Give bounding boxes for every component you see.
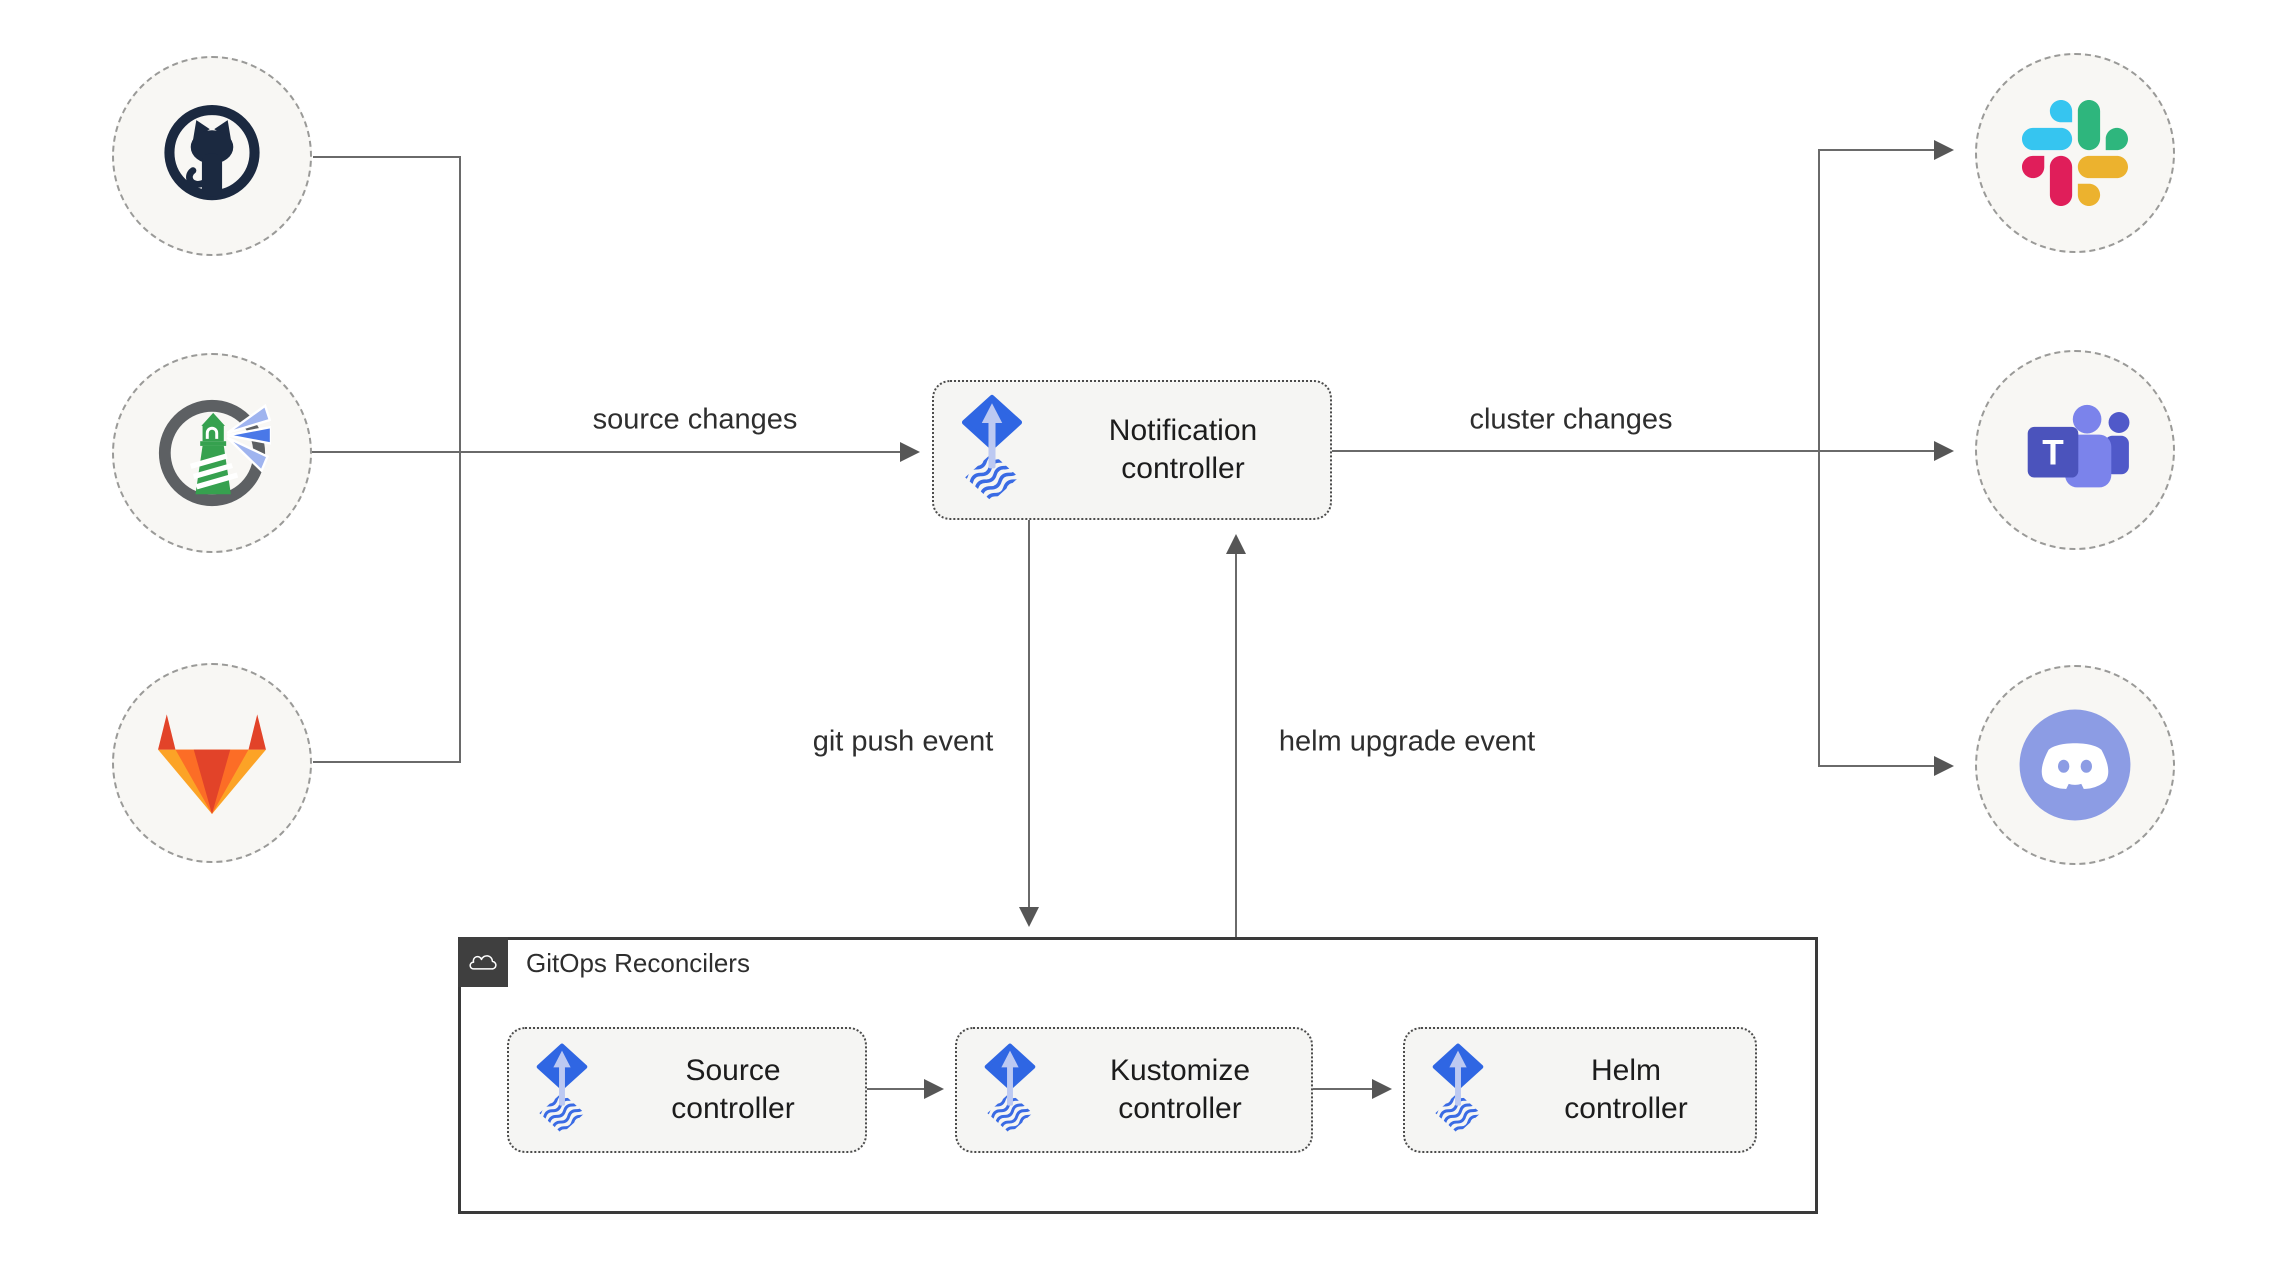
flux-icon — [1431, 1042, 1485, 1139]
helm-label-line1: Helm — [1590, 1054, 1661, 1087]
edge-cluster-changes-slack — [1818, 140, 1954, 451]
notification-controller-label: Notification controller — [1050, 412, 1330, 488]
slack-icon — [2022, 100, 2128, 206]
teams-icon — [2014, 395, 2136, 505]
source-node-gitlab — [112, 663, 312, 863]
cloud-icon — [466, 949, 500, 976]
edge-label-git-push: git push event — [812, 725, 994, 758]
flux-icon — [983, 1042, 1037, 1139]
edge-label-source-changes: source changes — [592, 403, 798, 436]
gitops-group-badge — [458, 937, 508, 987]
flux-icon — [535, 1042, 589, 1139]
helm-controller-node: Helm controller — [1403, 1027, 1757, 1153]
helm-label-line2: controller — [1564, 1092, 1688, 1125]
notification-label-line2: controller — [1121, 452, 1245, 485]
source-controller-label: Source controller — [615, 1052, 865, 1128]
target-node-teams — [1975, 350, 2175, 550]
edge-label-helm-upgrade: helm upgrade event — [1278, 725, 1536, 758]
discord-icon — [2012, 702, 2138, 828]
target-node-slack — [1975, 53, 2175, 253]
gitops-group-title: GitOps Reconcilers — [526, 948, 750, 978]
gitops-reconcilers-group — [458, 937, 1818, 1214]
flux-icon — [960, 393, 1024, 508]
gitlab-icon — [151, 705, 273, 821]
source-controller-node: Source controller — [507, 1027, 867, 1153]
edge-label-cluster-changes: cluster changes — [1469, 403, 1673, 436]
source-node-harbor — [112, 353, 312, 553]
notification-controller-node: Notification controller — [932, 380, 1332, 520]
kustomize-label-line1: Kustomize — [1109, 1054, 1251, 1087]
edge-cluster-changes-discord — [1818, 451, 1954, 776]
notification-label-line1: Notification — [1108, 414, 1258, 447]
helm-controller-label: Helm controller — [1511, 1052, 1755, 1128]
kustomize-label-line2: controller — [1118, 1092, 1242, 1125]
kustomize-controller-node: Kustomize controller — [955, 1027, 1313, 1153]
source-node-github — [112, 56, 312, 256]
harbor-icon — [153, 394, 271, 512]
edge-github-gitlab-join — [313, 156, 461, 763]
github-icon — [156, 100, 268, 212]
source-label-line2: controller — [671, 1092, 795, 1125]
source-label-line1: Source — [685, 1054, 781, 1087]
target-node-discord — [1975, 665, 2175, 865]
kustomize-controller-label: Kustomize controller — [1063, 1052, 1311, 1128]
